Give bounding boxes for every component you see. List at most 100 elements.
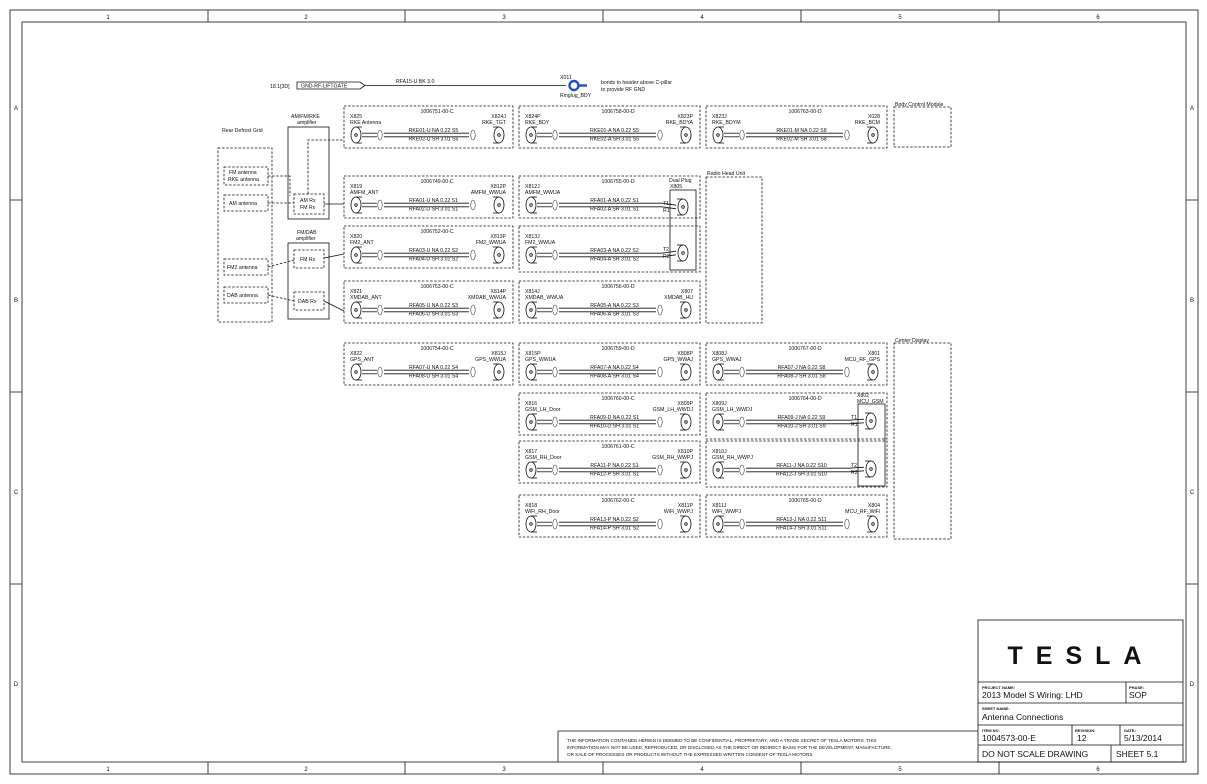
wire-label: RFA13-J NA 0.22 S11 bbox=[776, 517, 826, 523]
coax-cable: 1006767-00-DX808JGPS_WWAJX801MCU_RF_GPSR… bbox=[705, 342, 888, 386]
date: 5/13/2014 bbox=[1124, 733, 1162, 743]
seal-icon bbox=[739, 416, 745, 428]
part-number: 1006758-00-D bbox=[602, 109, 635, 115]
connector-id: X801 bbox=[868, 351, 880, 357]
wire-label: RFA03-A NA 0.22 S2 bbox=[590, 248, 639, 254]
connector-name: GSM_RH_WWPJ bbox=[712, 455, 753, 461]
connector-id: X810J bbox=[712, 449, 727, 455]
wire-label: RFA07-A NA 0.22 S4 bbox=[590, 365, 639, 371]
coax-connector-icon bbox=[350, 301, 362, 319]
no-scale-note: DO NOT SCALE DRAWING bbox=[982, 749, 1088, 759]
column-labels: 1 2 3 4 5 6 1 2 3 4 5 6 bbox=[106, 15, 1100, 773]
part-number: 1006767-00-D bbox=[789, 346, 822, 352]
revision: 12 bbox=[1077, 733, 1087, 743]
connector-name: AMFM_ANT bbox=[350, 190, 379, 196]
pin-label: R1 bbox=[663, 208, 670, 214]
wire-label: RKE02-A SH 3.01 S5 bbox=[590, 137, 639, 143]
receiver-label: FM Rx bbox=[300, 257, 316, 263]
field-label: ITEM NO. bbox=[982, 728, 1000, 733]
row-label: A bbox=[14, 106, 18, 112]
row-label: D bbox=[14, 682, 19, 688]
receiver-label: FM Rx bbox=[300, 205, 316, 211]
connector-id: X807 bbox=[681, 289, 693, 295]
coax-connector-icon bbox=[525, 413, 537, 431]
part-number: 1006763-00-D bbox=[789, 109, 822, 115]
coax-cable: 1006760-00-CX816GSM_LH_DoorX809PGSM_LH_W… bbox=[518, 392, 701, 436]
cable-box bbox=[343, 175, 514, 219]
module-label: FM/DAB bbox=[297, 230, 317, 236]
row-label: B bbox=[1190, 298, 1194, 304]
seal-icon bbox=[657, 464, 663, 476]
pin-label: T2 bbox=[851, 463, 857, 469]
grid-ticks bbox=[10, 10, 1198, 774]
connector-name: GPS_WWUA bbox=[475, 357, 506, 363]
connector-name: GSM_LH_WWDJ bbox=[653, 407, 694, 413]
cable-box bbox=[518, 342, 701, 386]
seal-icon bbox=[470, 304, 476, 316]
wire-label: RKE01-A NA 0.22 S5 bbox=[590, 128, 639, 134]
antenna-label: FM antenna bbox=[229, 170, 257, 176]
seal-icon bbox=[377, 366, 383, 378]
connector-name: RKE_BDYM bbox=[712, 120, 741, 126]
coax-cable: 1006758-00-DX824PRKE_BDYX823PRKE_BDYARKE… bbox=[518, 105, 701, 149]
part-number: 1006759-00-D bbox=[602, 346, 635, 352]
connector-name: GPS_WWAJ bbox=[712, 357, 742, 363]
plug-label: Dual Plug bbox=[669, 178, 692, 184]
cable-box bbox=[518, 392, 701, 436]
seal-icon bbox=[377, 304, 383, 316]
coax-cable: 1006752-00-CX820FM2_ANTX813PFM2_WWUARFA0… bbox=[343, 225, 514, 269]
module-label: Center Display bbox=[895, 338, 929, 344]
connector-id: X817 bbox=[525, 449, 537, 455]
connector-id: X824J bbox=[491, 114, 506, 120]
center-display bbox=[893, 342, 952, 540]
connector-name: FM2_WWUA bbox=[476, 240, 507, 246]
coax-connector-icon bbox=[680, 413, 692, 431]
amfm-amplifier: AM/FM/RKE amplifier AM Rx FM Rx bbox=[268, 114, 344, 220]
module-label: AM/FM/RKE bbox=[291, 114, 320, 120]
wire-label: RFA10-J SH 3.01 S9 bbox=[777, 424, 825, 430]
wire-label: RFA06-U SH 3.01 S3 bbox=[409, 312, 458, 318]
ground-wire: RFA15-U BK 3.0 bbox=[396, 79, 434, 85]
cable-box bbox=[705, 392, 888, 440]
wire-label: RKE01-M NA 0.22 S8 bbox=[776, 128, 826, 134]
wire-label: RFA02-U SH 3.01 S1 bbox=[409, 207, 458, 213]
connector-name: RKE Antenna bbox=[350, 120, 381, 126]
connector-name: GPS_WWUA bbox=[525, 357, 556, 363]
wire-label: RFA08-A SH 3.01 S4 bbox=[590, 374, 639, 380]
coax-connector-icon bbox=[712, 413, 724, 431]
seal-icon bbox=[377, 199, 383, 211]
connector-name: GSM_RH_Door bbox=[525, 455, 562, 461]
connector-id: X813P bbox=[490, 234, 506, 240]
seal-icon bbox=[739, 518, 745, 530]
connector-name: GSM_LH_Door bbox=[525, 407, 561, 413]
wire-label: RFA14-P SH 3.01 S2 bbox=[590, 526, 639, 532]
wire-label: RFA14-J SH 3.01 S11 bbox=[776, 526, 827, 532]
cable-box bbox=[518, 280, 701, 324]
coax-connector-icon bbox=[493, 301, 505, 319]
connector-id: X804 bbox=[868, 503, 880, 509]
coax-connector-icon bbox=[677, 244, 689, 262]
part-number: 1006761-00-C bbox=[602, 444, 635, 450]
plug-label: X805 bbox=[670, 184, 682, 190]
cable-box bbox=[343, 105, 514, 149]
seal-icon bbox=[739, 129, 745, 141]
connector-name: XMDAB_HU bbox=[664, 295, 693, 301]
coax-connector-icon bbox=[677, 198, 689, 216]
connector-id: X821 bbox=[350, 289, 362, 295]
fmdab-amplifier: FM/DAB amplifier FM Rx DAB Rx bbox=[267, 230, 345, 320]
part-number: 1006760-00-C bbox=[602, 396, 635, 402]
wire-label: RFA08-J SH 3.01 S8 bbox=[777, 374, 825, 380]
col-label: 6 bbox=[1096, 767, 1100, 773]
coax-connector-icon bbox=[493, 246, 505, 264]
seal-icon bbox=[470, 199, 476, 211]
col-label: 5 bbox=[898, 767, 902, 773]
connector-id: X825 bbox=[350, 114, 362, 120]
col-label: 2 bbox=[304, 767, 308, 773]
field-label: SHEET NAME: bbox=[982, 706, 1010, 711]
coax-connector-icon bbox=[867, 126, 879, 144]
coax-connector-icon bbox=[350, 126, 362, 144]
ground-name: Ringlug_BDY bbox=[560, 93, 592, 99]
